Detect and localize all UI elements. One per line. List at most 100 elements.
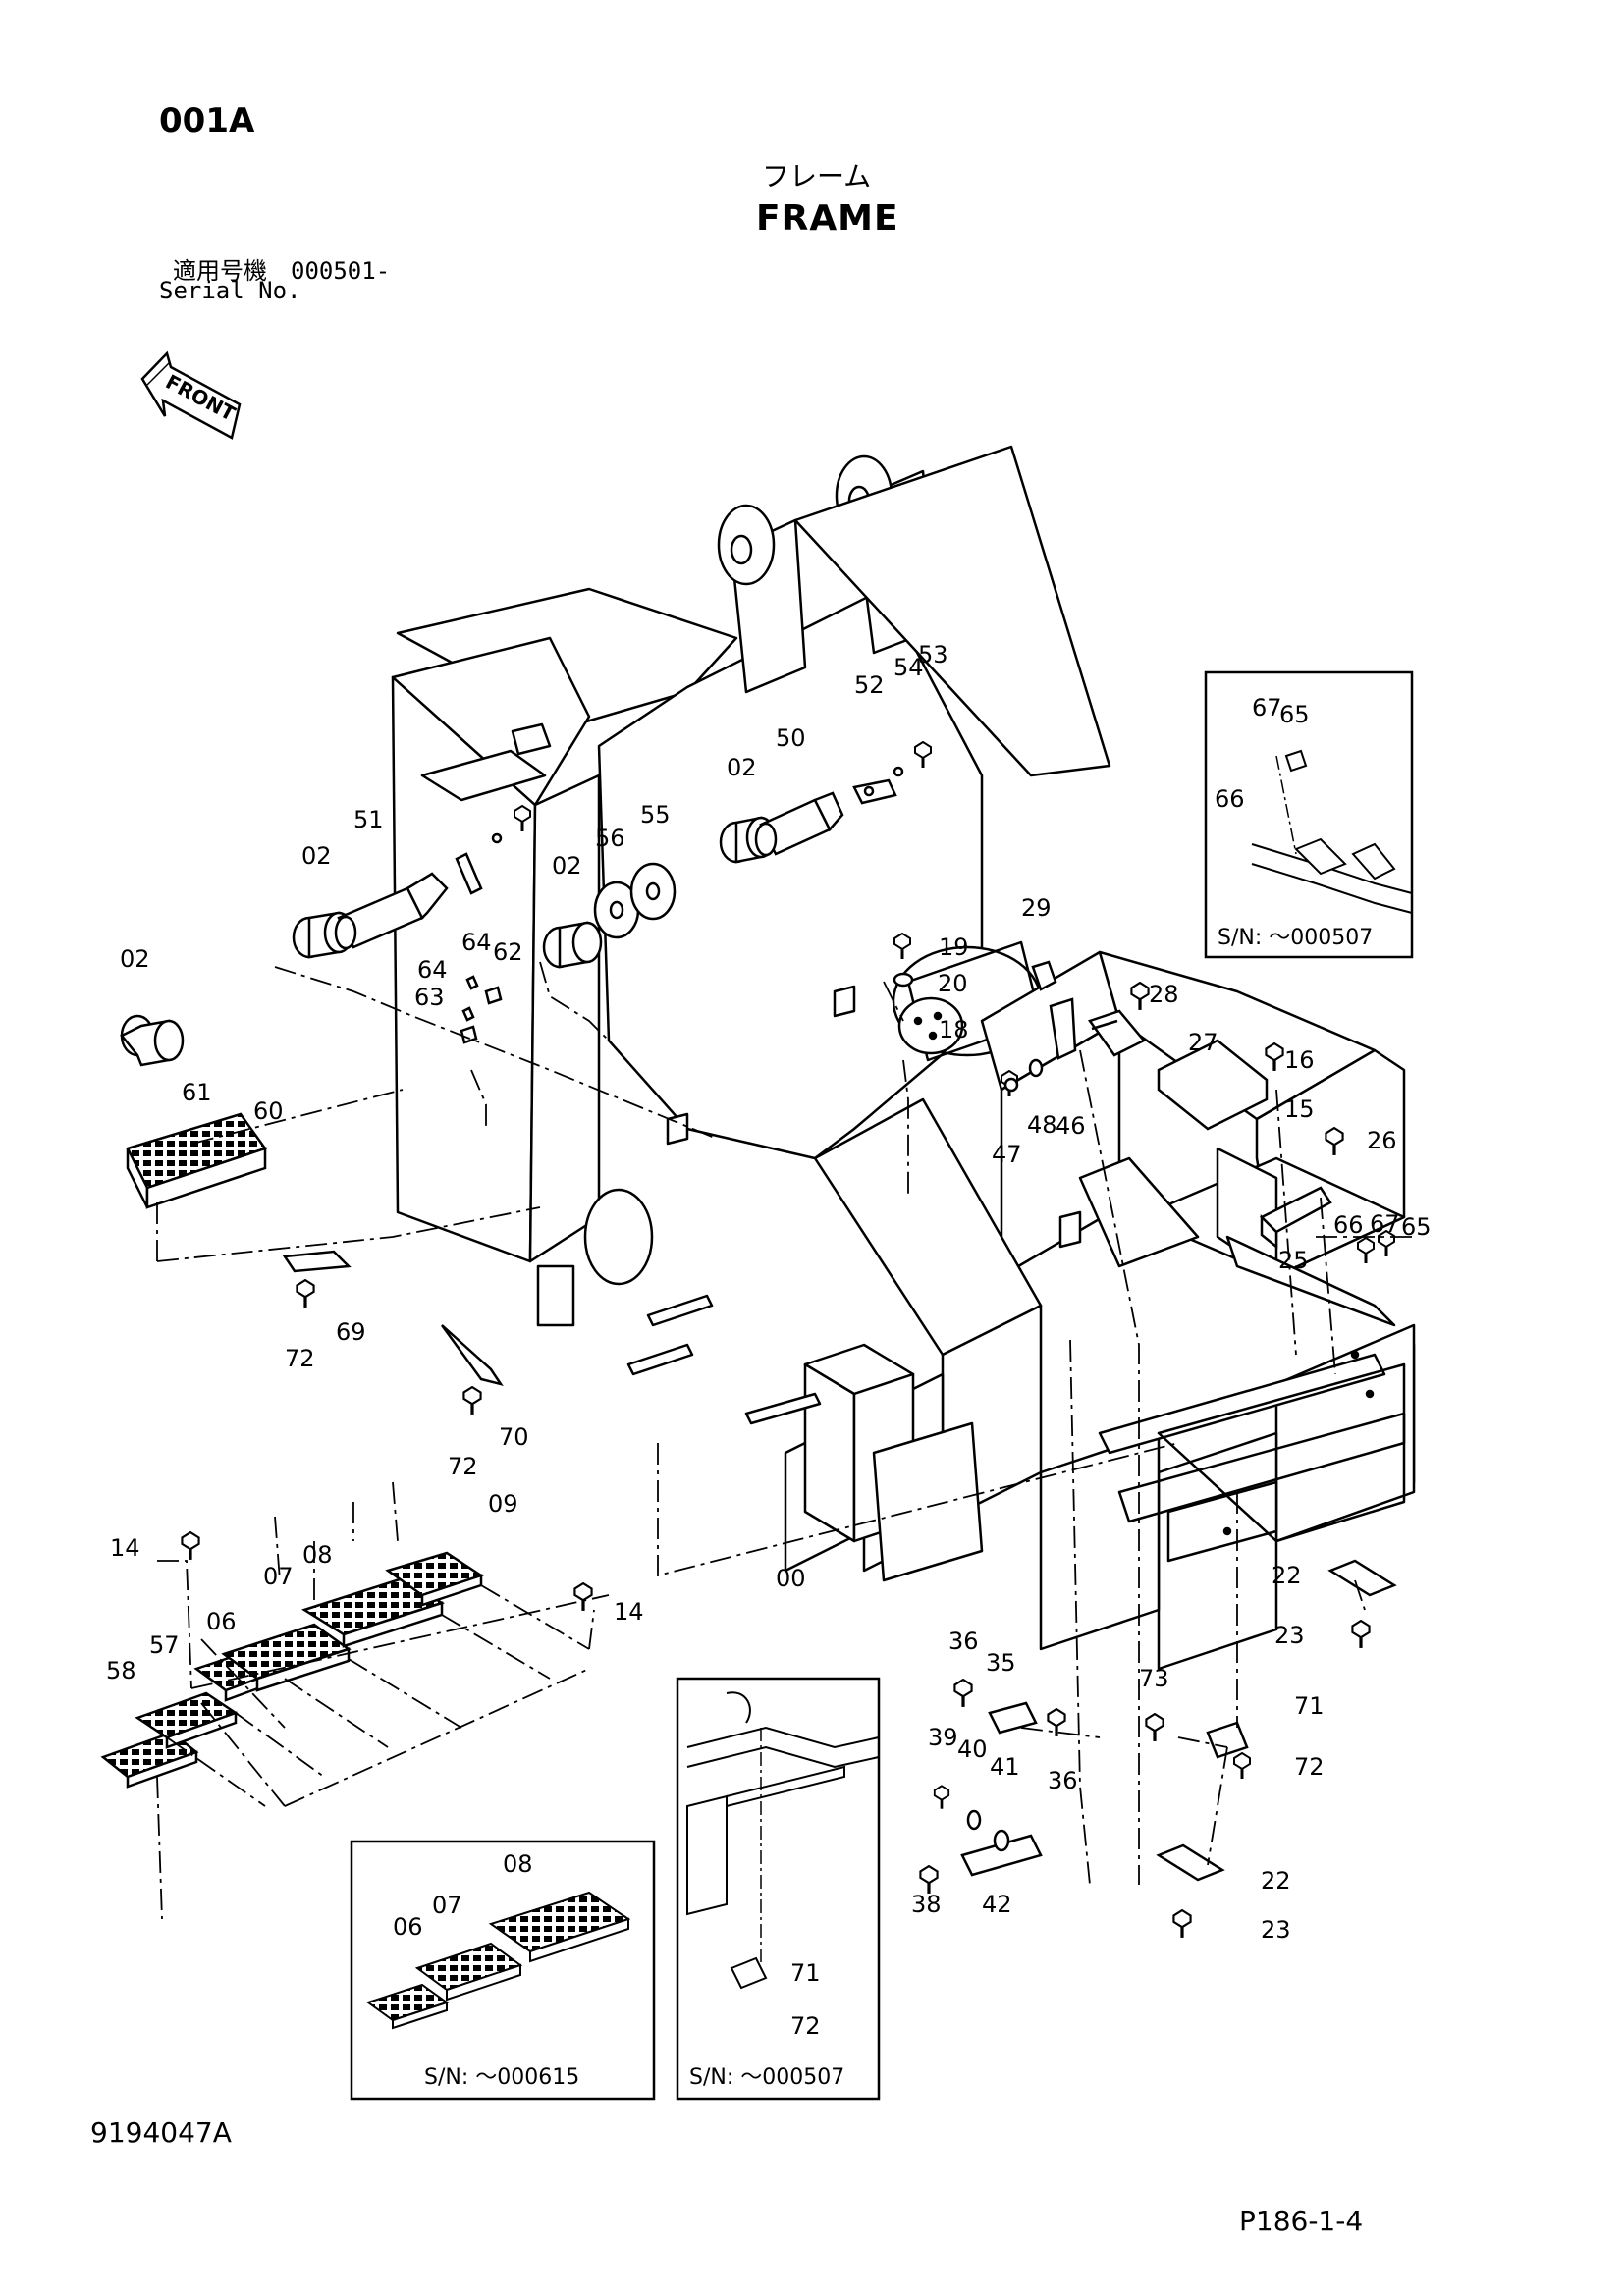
right-upper-parts (282, 960, 1397, 1882)
callout-number: 08 (302, 1541, 333, 1569)
main-frame (391, 445, 1416, 1671)
bolt-icon (295, 1279, 316, 1308)
callout-number: 22 (1261, 1867, 1291, 1895)
step-grates (100, 1112, 484, 1789)
callout-number: 23 (1261, 1916, 1291, 1944)
serial-label: Serial No. (159, 277, 301, 304)
callout-number: 40 (957, 1735, 988, 1763)
serial-range-japanese: 適用号機 000501- (173, 257, 391, 285)
callout-number: 14 (110, 1534, 140, 1562)
callout-number: 50 (776, 724, 806, 752)
callout-number: 22 (1272, 1562, 1302, 1589)
callout-number: 53 (918, 641, 948, 668)
page-reference: P186-1-4 (1239, 2205, 1364, 2237)
bolt-icon (1171, 1909, 1193, 1939)
callout-number: 63 (414, 984, 445, 1011)
inset-serial-label: S/N: ～000507 (689, 2065, 844, 2090)
callout-number: 51 (353, 806, 384, 833)
callout-number: 65 (1279, 701, 1310, 728)
bolt-icon (952, 1679, 974, 1708)
callout-number: 02 (120, 945, 150, 973)
bolt-icon (1232, 1752, 1252, 1780)
callout-number: 09 (488, 1490, 518, 1518)
callout-number: 28 (1149, 981, 1179, 1008)
callout-number: 41 (990, 1753, 1020, 1781)
callout-number: 35 (986, 1649, 1016, 1677)
callout-number: 14 (614, 1598, 644, 1626)
callout-number: 72 (285, 1345, 315, 1372)
callout-number: 36 (948, 1628, 979, 1655)
callout-number: 60 (253, 1097, 284, 1125)
callout-number: 72 (448, 1453, 478, 1480)
callout-number: 00 (776, 1565, 806, 1592)
bolt-icon (1350, 1620, 1372, 1649)
callout-number: 16 (1284, 1046, 1315, 1074)
callout-number: 48 (1027, 1111, 1057, 1139)
callout-number: 55 (640, 801, 671, 828)
page-code: 001A (159, 101, 255, 140)
callout-number: 18 (939, 1016, 969, 1043)
inset-serial-label: S/N: ～000507 (1218, 926, 1373, 950)
bolt-icon (572, 1582, 594, 1612)
callout-number: 56 (595, 825, 625, 852)
callout-number: 02 (301, 842, 332, 870)
callout-number: 25 (1278, 1247, 1309, 1274)
callout-number: 58 (106, 1657, 136, 1684)
inset-box-bottom-right: S/N: ～000507 (676, 1677, 881, 2101)
callout-number: 73 (1139, 1665, 1169, 1692)
callout-number: 08 (503, 1850, 533, 1878)
callout-number: 07 (432, 1892, 462, 1919)
callout-number: 67 (1370, 1210, 1400, 1238)
callout-number: 69 (336, 1318, 366, 1346)
bolt-icon (461, 1386, 483, 1415)
callout-number: 15 (1284, 1095, 1315, 1123)
front-arrow-icon: FRONT (140, 350, 242, 440)
callout-number: 70 (499, 1423, 529, 1451)
callout-number: 19 (939, 934, 969, 961)
inset-serial-label: S/N: ～000615 (424, 2065, 579, 2090)
callout-number: 72 (790, 2012, 821, 2040)
pins-and-bushings (120, 766, 904, 1067)
bolt-icon (1356, 1237, 1376, 1264)
callout-number: 57 (149, 1631, 180, 1659)
callout-number: 67 (1252, 694, 1282, 721)
inset-box-top-right: S/N: ～000507 (1204, 670, 1414, 959)
callout-number: 64 (417, 956, 448, 984)
bolt-icon (933, 1785, 950, 1810)
callout-number: 06 (206, 1608, 237, 1635)
callout-number: 38 (911, 1891, 942, 1918)
callout-number: 66 (1333, 1211, 1364, 1239)
title-english: FRAME (756, 198, 899, 239)
callout-number: 06 (393, 1913, 423, 1941)
callout-number: 71 (790, 1959, 821, 1987)
callout-number: 20 (938, 970, 968, 997)
callout-number: 02 (727, 754, 757, 781)
bolt-icon (180, 1531, 201, 1561)
callout-number: 46 (1056, 1112, 1086, 1140)
callout-number: 47 (992, 1141, 1022, 1168)
callout-number: 26 (1367, 1127, 1397, 1154)
callout-number: 42 (982, 1891, 1012, 1918)
callout-number: 65 (1401, 1213, 1432, 1241)
callout-number: 61 (182, 1079, 212, 1106)
callout-number: 66 (1215, 785, 1245, 813)
callout-number: 52 (854, 671, 885, 699)
bolt-icon (918, 1865, 940, 1895)
callout-number: 62 (493, 938, 523, 966)
callout-number: 72 (1294, 1753, 1325, 1781)
callout-number: 71 (1294, 1692, 1325, 1720)
callout-number: 27 (1188, 1029, 1218, 1056)
inset-box-bottom-center: S/N: ～000615 (350, 1840, 656, 2101)
drawing-number: 9194047A (90, 2116, 232, 2149)
callout-number: 64 (461, 929, 492, 956)
bolt-icon (1144, 1713, 1165, 1742)
callout-number: 39 (928, 1724, 958, 1751)
callout-number: 36 (1048, 1767, 1078, 1794)
leader-lines (156, 961, 1414, 1920)
callout-number: 23 (1274, 1622, 1305, 1649)
callout-number: 54 (893, 654, 924, 681)
title-japanese: フレーム (762, 160, 872, 192)
callout-number: 07 (263, 1563, 294, 1590)
